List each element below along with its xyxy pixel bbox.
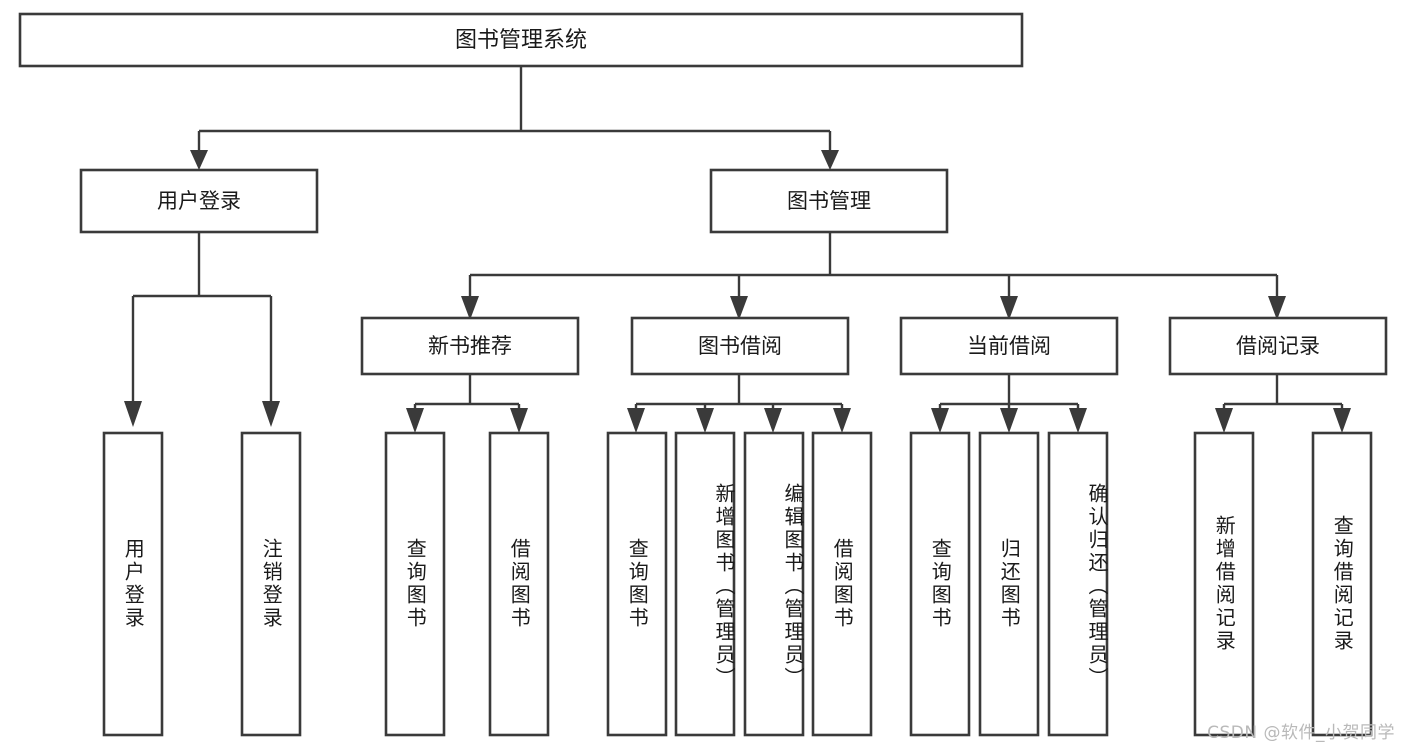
node-leaf-borrow-book-2-box[interactable] — [811, 431, 873, 737]
node-current-borrow-label: 当前借阅 — [967, 334, 1051, 358]
arrowhead-leaf-query-record — [1333, 408, 1351, 433]
arrowhead-leaf-add-book — [696, 408, 714, 433]
arrowhead-borrow-record — [1268, 296, 1286, 320]
arrowhead-book-borrow — [730, 296, 748, 320]
arrowhead-leaf-query-book-2 — [627, 408, 645, 433]
node-user-login-box[interactable] — [79, 168, 319, 234]
arrowhead-leaf-borrow-book-1 — [510, 408, 528, 433]
node-new-book-recommend-box[interactable] — [360, 316, 580, 376]
node-new-book-recommend-label: 新书推荐 — [428, 334, 512, 358]
node-book-manage-label: 图书管理 — [787, 189, 871, 213]
node-leaf-add-record-box[interactable] — [1193, 431, 1255, 737]
node-root-label: 图书管理系统 — [455, 28, 587, 53]
arrowhead-new-book-recommend — [461, 296, 479, 320]
node-leaf-query-book-2-box[interactable] — [606, 431, 668, 737]
node-leaf-return-book-box[interactable] — [978, 431, 1040, 737]
node-leaf-add-book-box[interactable] — [674, 431, 736, 737]
node-leaf-query-record-box[interactable] — [1311, 431, 1373, 737]
csdn-watermark: CSDN @软件_小贺同学 — [1207, 723, 1395, 743]
arrowhead-leaf-return-book — [1000, 408, 1018, 433]
arrowhead-leaf-query-book-1 — [406, 408, 424, 433]
arrowhead-current-borrow — [1000, 296, 1018, 320]
arrowhead-leaf-edit-book — [764, 408, 782, 433]
node-book-borrow-label: 图书借阅 — [698, 334, 782, 358]
arrowhead-leaf-confirm-return — [1069, 408, 1087, 433]
node-book-borrow-box[interactable] — [630, 316, 850, 376]
node-leaf-query-book-3-box[interactable] — [909, 431, 971, 737]
arrowhead-to-user-login — [190, 150, 208, 170]
node-book-manage-box[interactable] — [709, 168, 949, 234]
arrowhead-leaf-add-record — [1215, 408, 1233, 433]
arrowhead-leaf-query-book-3 — [931, 408, 949, 433]
node-leaf-confirm-return-box[interactable] — [1047, 431, 1109, 737]
node-leaf-borrow-book-1-box[interactable] — [488, 431, 550, 737]
node-leaf-query-book-1-box[interactable] — [384, 431, 446, 737]
node-leaf-edit-book-box[interactable] — [743, 431, 805, 737]
arrowhead-leaf-borrow-book-2 — [833, 408, 851, 433]
node-borrow-record-label: 借阅记录 — [1236, 334, 1320, 358]
arrowhead-to-book-manage — [821, 150, 839, 170]
node-root-box[interactable] — [18, 12, 1024, 68]
node-leaf-user-logout-box[interactable] — [240, 431, 302, 737]
connector-layer — [124, 66, 1351, 433]
node-current-borrow-box[interactable] — [899, 316, 1119, 376]
node-borrow-record-box[interactable] — [1168, 316, 1388, 376]
node-user-login-label: 用户登录 — [157, 189, 241, 213]
arrowhead-leaf-user-logout — [262, 401, 280, 427]
node-leaf-user-login-box[interactable] — [102, 431, 164, 737]
node-layer: 图书管理系统 用户登录 图书管理 新书推荐 图书借阅 当前借阅 借阅记录 — [18, 12, 1388, 737]
arrowhead-leaf-user-login — [124, 401, 142, 427]
